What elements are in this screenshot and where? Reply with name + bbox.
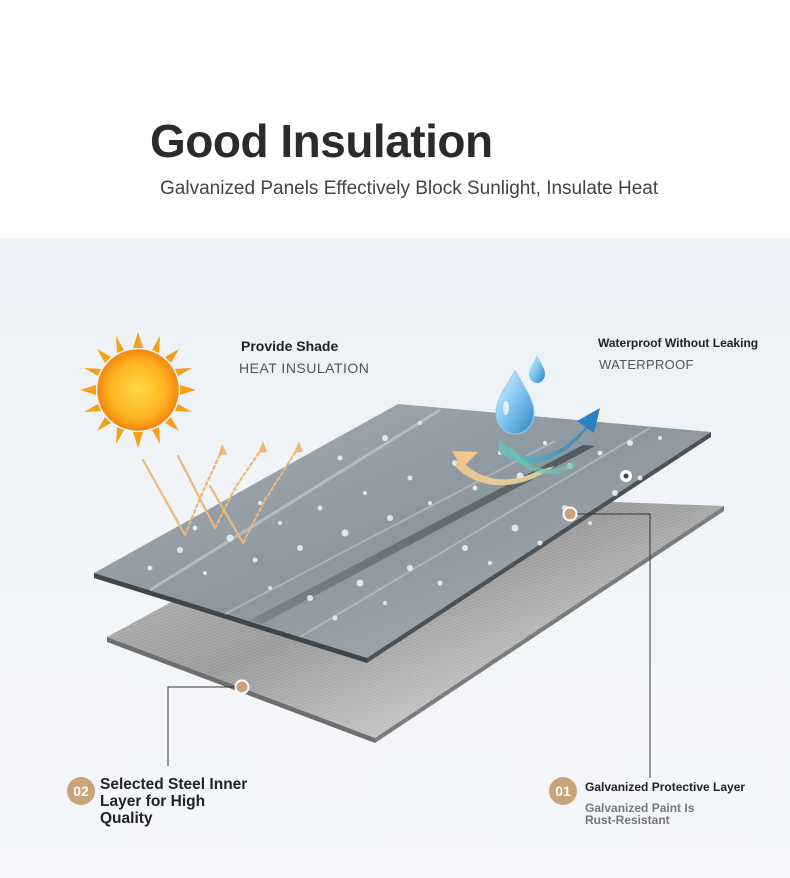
inner-layer-dot	[234, 679, 250, 695]
shade-feature-subtitle: HEAT INSULATION	[239, 360, 370, 376]
outer-layer-dot	[562, 506, 578, 522]
page-title: Good Insulation	[150, 115, 493, 167]
inner-layer-badge: 02	[67, 777, 95, 805]
deflect-arrows-icon	[452, 408, 600, 486]
insulation-illustration	[0, 238, 790, 878]
reflect-arrowheads	[218, 441, 303, 456]
water-drop-icon	[495, 355, 545, 435]
waterproof-feature-title: Waterproof Without Leaking	[598, 336, 759, 350]
outer-layer-title: Galvanized Protective Layer	[585, 780, 746, 794]
page-subtitle: Galvanized Panels Effectively Block Sunl…	[160, 178, 659, 199]
shade-feature-title: Provide Shade	[241, 338, 339, 354]
outer-layer-subtitle: Galvanized Paint Is Rust-Resistant	[585, 801, 695, 827]
header-section: Good Insulation Galvanized Panels Effect…	[0, 0, 790, 238]
callout-lines	[167, 513, 651, 778]
sun-icon	[80, 332, 196, 448]
outer-layer-badge: 01	[549, 777, 577, 805]
panel-illustration	[80, 332, 724, 778]
reflect-arrows-icon	[141, 446, 300, 545]
galvanized-panel	[94, 404, 711, 663]
waterproof-feature-subtitle: WATERPROOF	[599, 357, 694, 372]
inner-layer-description: Selected Steel Inner Layer for High Qual…	[100, 776, 248, 827]
